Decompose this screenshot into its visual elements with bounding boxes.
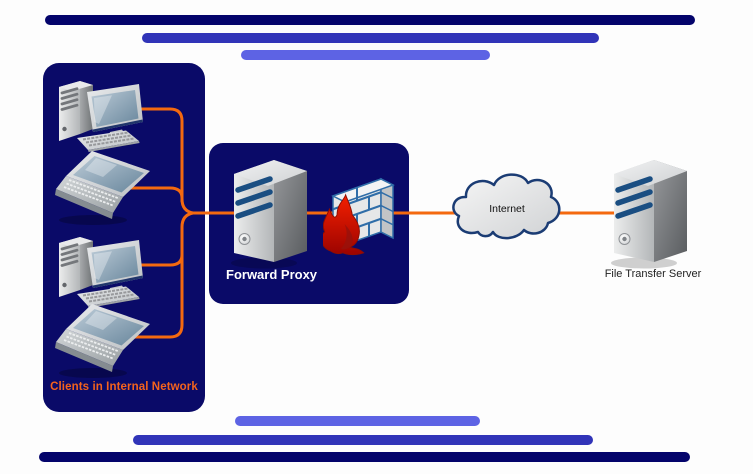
decor-bar-top-navy bbox=[45, 15, 695, 25]
decor-bar-bottom-blue bbox=[133, 435, 593, 445]
forward-proxy-label: Forward Proxy bbox=[226, 267, 318, 282]
file-server-label: File Transfer Server bbox=[604, 268, 702, 280]
internet-label: Internet bbox=[489, 203, 525, 215]
client-laptop-icon-2 bbox=[55, 303, 160, 381]
decor-bar-bottom-light bbox=[235, 416, 480, 426]
decor-bar-top-light bbox=[241, 50, 490, 60]
client-laptop-icon-1 bbox=[55, 150, 160, 228]
decor-bar-top-blue bbox=[142, 33, 599, 43]
proxy-server-icon bbox=[228, 150, 313, 270]
firewall-icon bbox=[323, 170, 405, 262]
file-server-icon bbox=[608, 150, 693, 270]
clients-network-label: Clients in Internal Network bbox=[50, 381, 198, 393]
client-desktop-icon-1 bbox=[50, 72, 150, 160]
decor-bar-bottom-navy bbox=[39, 452, 690, 462]
